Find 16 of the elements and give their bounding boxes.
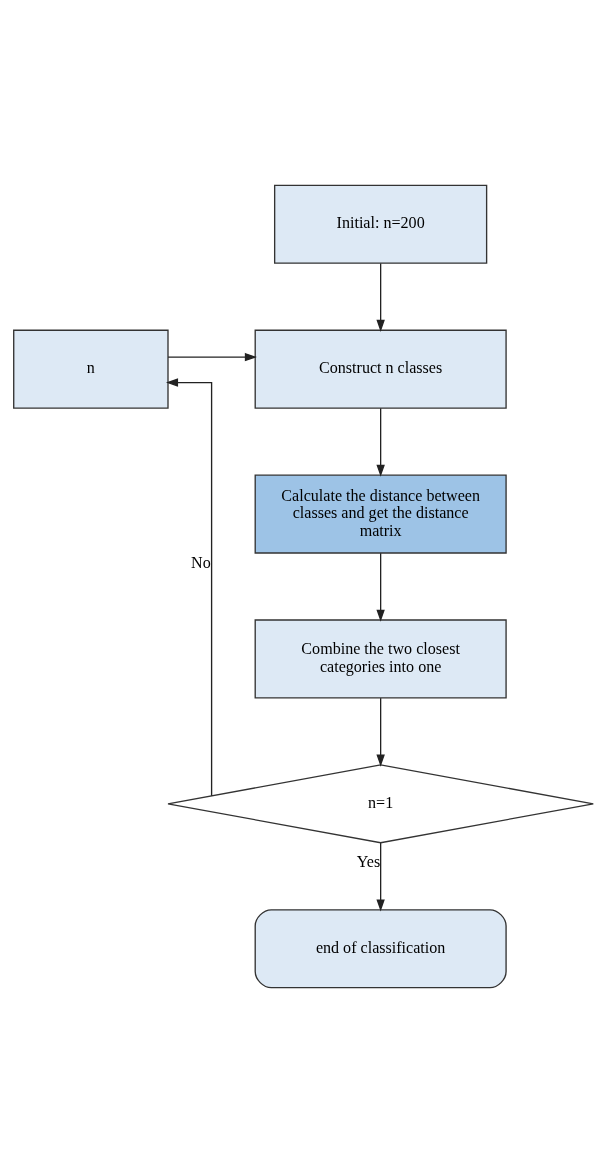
arrow <box>376 841 385 911</box>
node-box: Combine the two closest categories into one <box>254 618 507 698</box>
node-box: Initial: n=200 <box>274 184 488 264</box>
arrow <box>376 697 385 767</box>
edge-label: No <box>191 553 211 571</box>
arrow <box>376 262 385 332</box>
edge-label: Yes <box>356 852 381 870</box>
arrow <box>167 352 257 361</box>
node-diamond: n=1 <box>167 763 594 843</box>
node-box: n <box>13 329 169 409</box>
arrow <box>166 377 213 796</box>
node-box: Construct n classes <box>254 329 507 409</box>
node-box: Calculate the distance between classes and get the distance matrix <box>254 473 507 554</box>
arrow <box>376 552 385 622</box>
node-box: end of classification <box>254 908 507 988</box>
arrow <box>376 407 385 477</box>
